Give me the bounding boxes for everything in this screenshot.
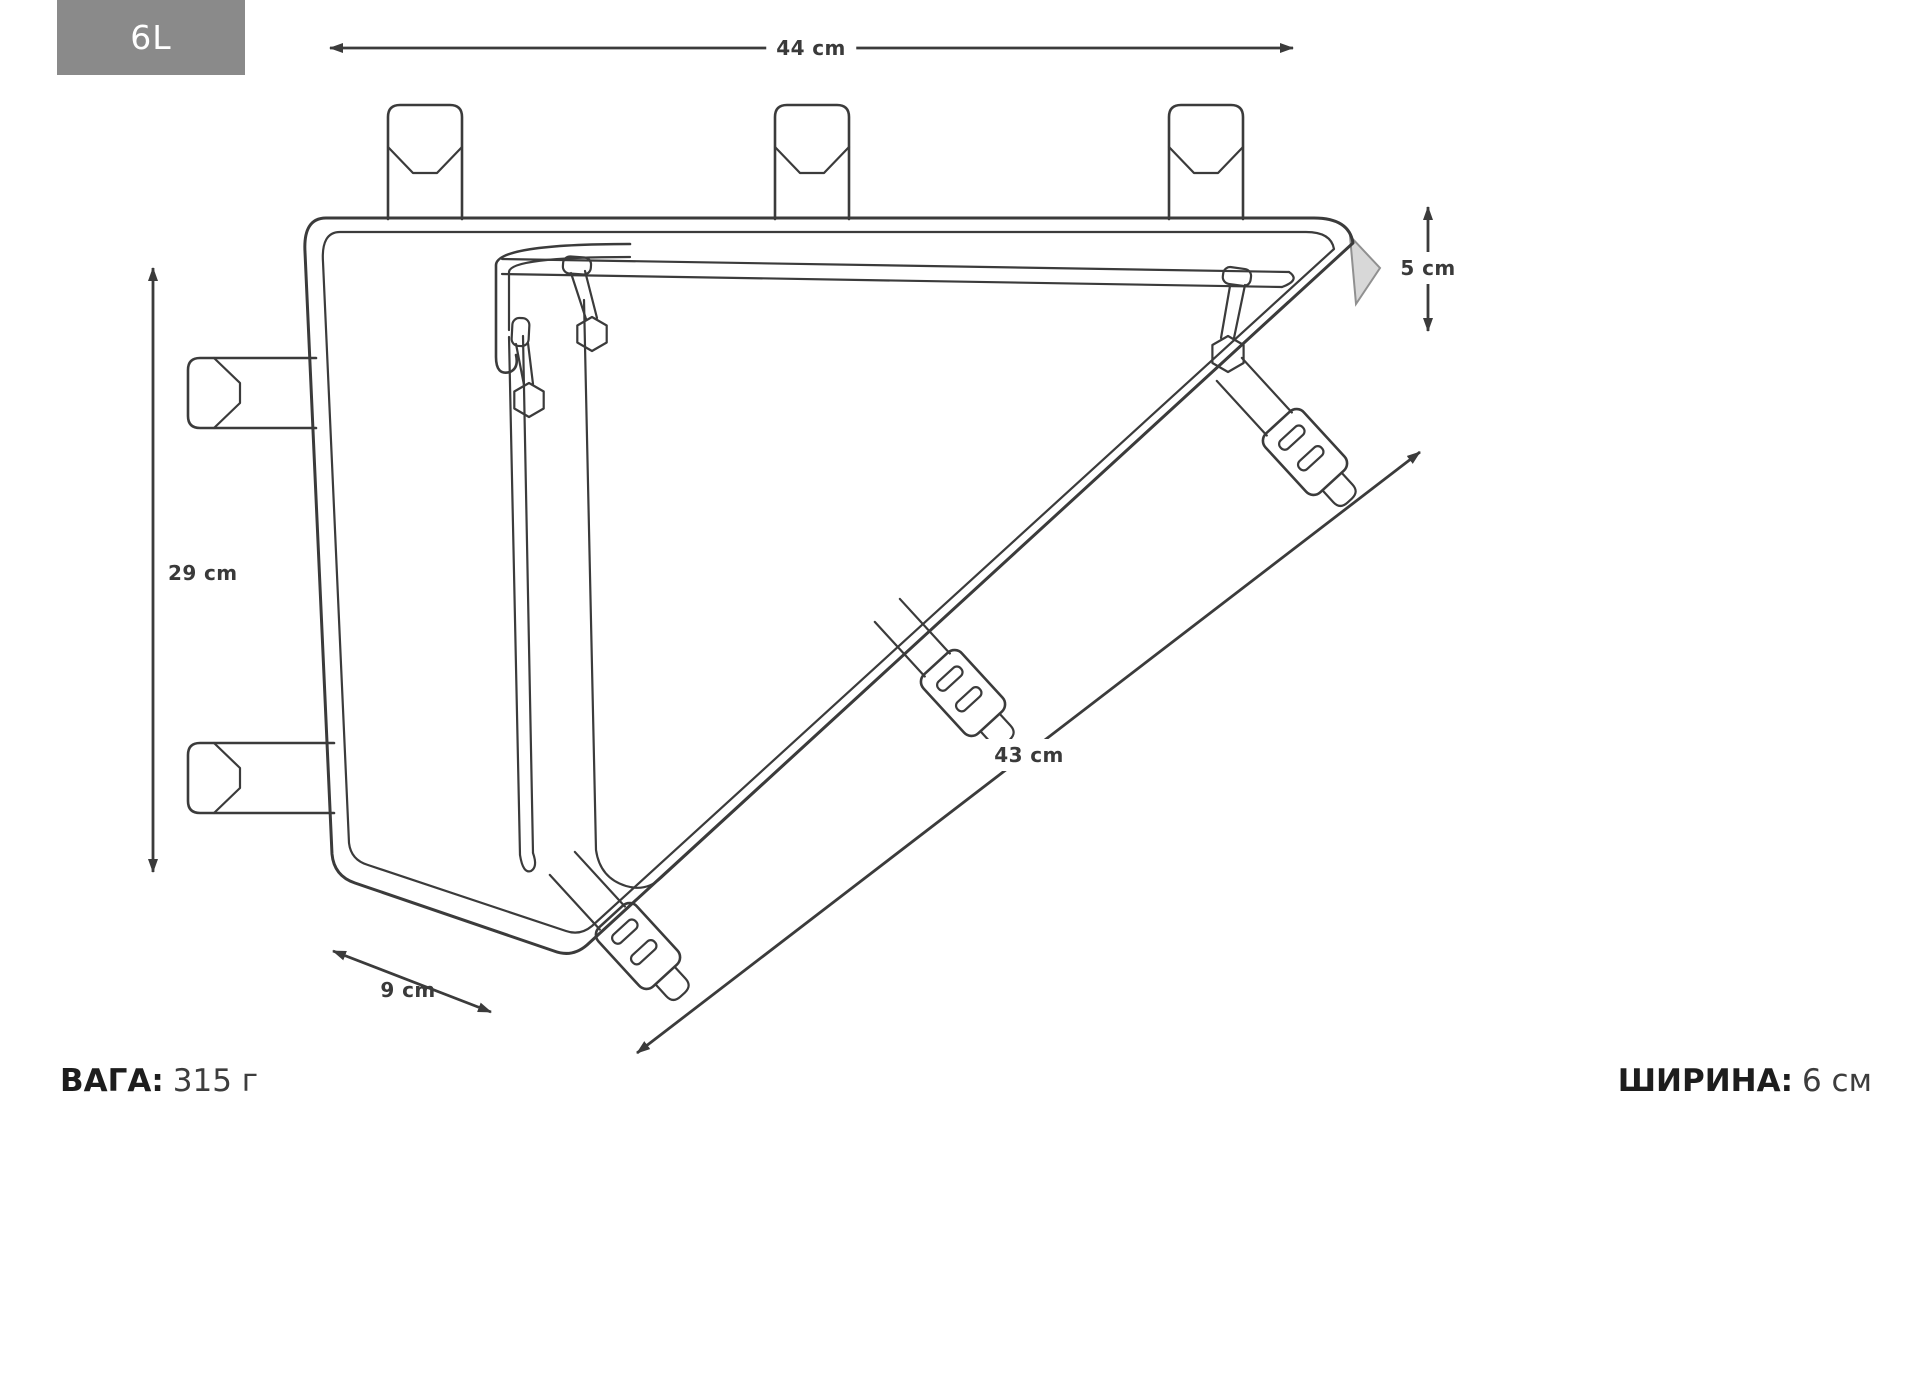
edge-buckle-3	[548, 850, 690, 1002]
corner-flap	[1348, 233, 1382, 307]
zipper-pull-3	[1211, 265, 1253, 374]
zipper-garage-flap	[494, 242, 632, 374]
bag-inner-outline	[321, 230, 1336, 934]
dim-label-bottom-edge: 9 cm	[380, 978, 436, 1002]
width-label: ШИРИНА:	[1617, 1063, 1793, 1099]
top-strap-1	[386, 103, 464, 221]
zipper-pull-2	[510, 316, 545, 419]
weight-label: ВАГА:	[60, 1063, 164, 1099]
dim-label-right-depth: 5 cm	[1390, 252, 1466, 284]
width-spec: ШИРИНА:6 см	[1618, 1063, 1872, 1099]
dim-label-diagonal-length: 43 cm	[984, 739, 1074, 771]
top-zipper	[500, 257, 1295, 289]
top-strap-2	[773, 103, 851, 221]
dim-label-top-width: 44 cm	[766, 32, 856, 64]
weight-value: 315 г	[172, 1063, 259, 1099]
width-value: 6 см	[1801, 1063, 1872, 1099]
dim-arrow-bottom-edge	[332, 949, 492, 1014]
dimension-arrows	[148, 43, 1433, 1055]
left-strap-1	[186, 356, 318, 430]
bag-outer-outline	[303, 216, 1355, 955]
dim-label-left-height: 29 cm	[168, 561, 238, 585]
weight-spec: ВАГА:315 г	[60, 1063, 258, 1099]
zipper-pull-1	[561, 255, 608, 353]
vertical-zipper	[507, 334, 537, 873]
top-strap-3	[1167, 103, 1245, 221]
volume-badge: 6L	[57, 0, 245, 75]
front-panel-seam	[582, 298, 1290, 889]
left-strap-2	[186, 741, 336, 815]
frame-bag	[186, 103, 1382, 1002]
edge-buckle-2	[873, 597, 1015, 749]
edge-buckle-1	[1215, 356, 1357, 508]
